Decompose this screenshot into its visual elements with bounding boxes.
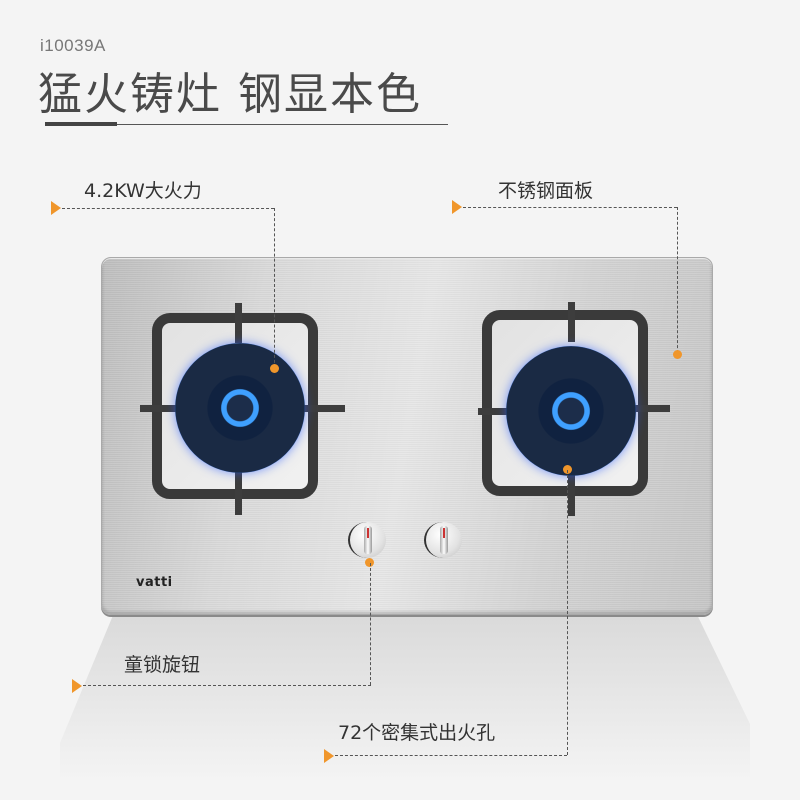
page-title: 猛火铸灶 钢显本色 [38, 69, 422, 120]
right-grate-arm-top [568, 302, 575, 342]
callout-holes-leader-v [567, 470, 568, 755]
callout-knob-dot-icon [365, 558, 374, 567]
callout-holes-leader-h [335, 755, 567, 756]
callout-power-dot-icon [270, 364, 279, 373]
right-burner-flame-icon [506, 346, 636, 476]
left-knob[interactable] [348, 522, 386, 558]
callout-holes-dot-icon [563, 465, 572, 474]
brand-logo: vatti [136, 575, 173, 590]
callout-knob-leader-h [83, 685, 371, 686]
cooktop-shadow [60, 610, 750, 800]
knob-indicator [367, 528, 369, 538]
callout-knob-arrow-icon [72, 679, 82, 693]
knob-indicator [443, 528, 445, 538]
left-grate-arm-right [300, 405, 345, 412]
callout-power-arrow-icon [51, 201, 61, 215]
left-grate-arm-left [140, 405, 185, 412]
callout-panel-arrow-icon [452, 200, 462, 214]
callout-power-leader-h [62, 208, 274, 209]
knob-grip [440, 526, 448, 554]
callout-panel-dot-icon [673, 350, 682, 359]
right-grate-arm-right [625, 405, 670, 412]
callout-panel-leader-v [677, 207, 678, 353]
right-knob[interactable] [424, 522, 462, 558]
left-grate-arm-top [235, 303, 242, 343]
title-divider-accent [45, 122, 117, 126]
callout-power-label: 4.2KW大火力 [84, 180, 202, 202]
right-grate-arm-left [478, 408, 518, 415]
callout-panel-leader-h [463, 207, 677, 208]
model-number: i10039A [40, 36, 106, 55]
right-grate-arm-bottom [568, 468, 575, 516]
callout-power-leader-v [274, 208, 275, 368]
title-divider [45, 124, 448, 125]
knob-grip [364, 526, 372, 554]
callout-panel-label: 不锈钢面板 [498, 180, 594, 202]
left-grate-arm-bottom [235, 470, 242, 515]
callout-holes-arrow-icon [324, 749, 334, 763]
callout-knob-label: 童锁旋钮 [124, 654, 201, 676]
callout-holes-label: 72个密集式出火孔 [338, 722, 496, 744]
callout-knob-leader-v [370, 563, 371, 685]
left-burner-flame-icon [175, 343, 305, 473]
